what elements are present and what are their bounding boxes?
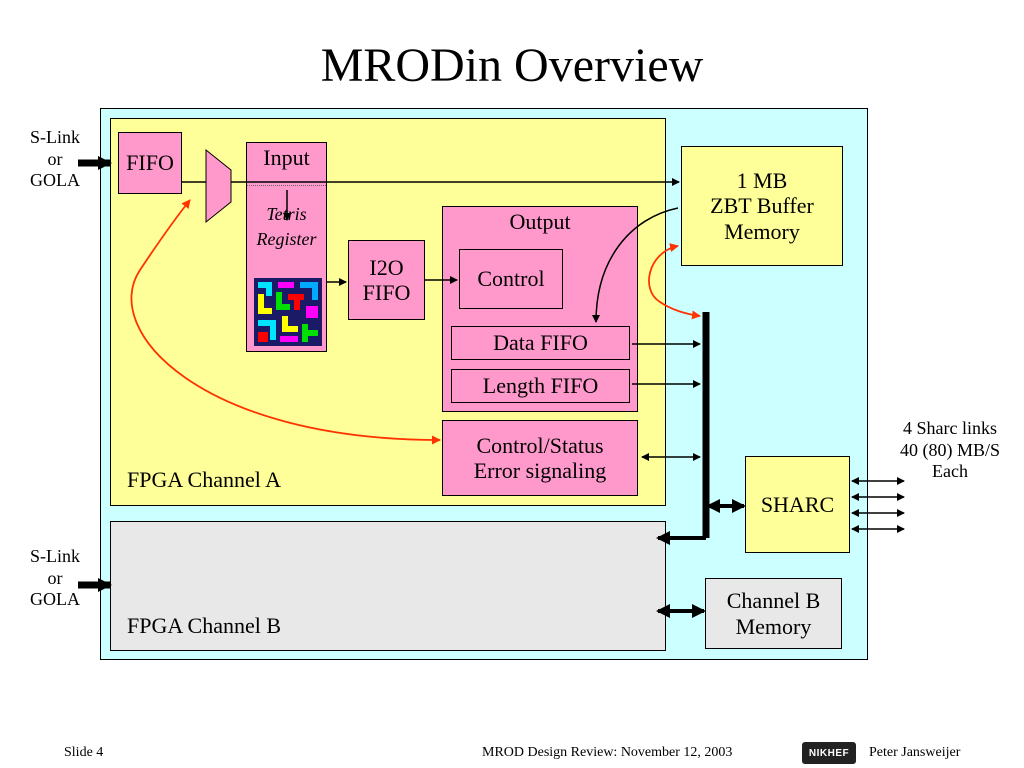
tetris-line-1: Tetris: [266, 204, 307, 225]
fifo-box: FIFO: [118, 132, 182, 194]
control-status-box: Control/Status Error signaling: [442, 420, 638, 496]
data-fifo-box: Data FIFO: [451, 326, 630, 360]
nikhef-logo-text: NIKHEF: [808, 747, 850, 759]
channel-b-memory-line-2: Memory: [735, 613, 812, 639]
channel-a-label: FPGA Channel A: [127, 467, 282, 492]
zbt-line-1: 1 MB: [736, 168, 788, 194]
channel-b-label: FPGA Channel B: [127, 613, 282, 638]
input-b-line-2: or: [47, 567, 63, 588]
input-label-b: S-Link or GOLA: [20, 546, 90, 611]
fpga-channel-b: [110, 521, 666, 651]
input-a-line-3: GOLA: [30, 170, 80, 191]
sharc-box: SHARC: [745, 456, 850, 553]
input-b-line-1: S-Link: [29, 546, 80, 566]
tetris-line-2: Register: [256, 229, 317, 250]
channel-b-memory-box: Channel B Memory: [705, 578, 842, 649]
i2o-line-2: FIFO: [362, 280, 411, 305]
control-status-line-2: Error signaling: [473, 458, 607, 483]
slide-title: MRODin Overview: [320, 39, 704, 92]
input-a-line-2: or: [47, 148, 63, 169]
output-label: Output: [509, 209, 571, 234]
channel-b-memory-line-1: Channel B: [726, 588, 821, 614]
control-status-line-1: Control/Status: [476, 432, 604, 458]
input-label-a: S-Link or GOLA: [20, 127, 90, 192]
input-label: Input: [263, 145, 310, 170]
sharc-links-label: 4 Sharc links 40 (80) MB/S Each: [880, 418, 1020, 483]
zbt-line-2: ZBT Buffer: [710, 193, 814, 219]
sharc-links-line-3: Each: [932, 461, 968, 482]
sharc-label: SHARC: [760, 491, 835, 517]
nikhef-logo: NIKHEF: [802, 742, 856, 764]
footer-author: Peter Jansweijer: [869, 745, 961, 760]
i2o-fifo-box: I2O FIFO: [348, 240, 425, 320]
sharc-links-line-2: 40 (80) MB/S: [899, 439, 1000, 460]
input-b-line-3: GOLA: [30, 589, 80, 610]
control-label: Control: [477, 266, 545, 292]
zbt-buffer-box: 1 MB ZBT Buffer Memory: [681, 146, 843, 266]
footer-center-text: MROD Design Review: November 12, 2003: [482, 745, 733, 760]
i2o-line-1: I2O: [369, 254, 404, 280]
fifo-label: FIFO: [126, 150, 174, 176]
length-fifo-label: Length FIFO: [482, 373, 599, 399]
input-a-line-1: S-Link: [29, 127, 80, 147]
tetris-register-graphic: [254, 278, 322, 346]
footer-slide-number: Slide 4: [64, 745, 104, 760]
sharc-links-line-1: 4 Sharc links: [903, 418, 997, 438]
control-box: Control: [459, 249, 563, 309]
zbt-line-3: Memory: [724, 218, 800, 244]
length-fifo-box: Length FIFO: [451, 369, 630, 403]
tetris-label: Tetris Register: [247, 202, 326, 252]
data-fifo-label: Data FIFO: [493, 330, 588, 356]
